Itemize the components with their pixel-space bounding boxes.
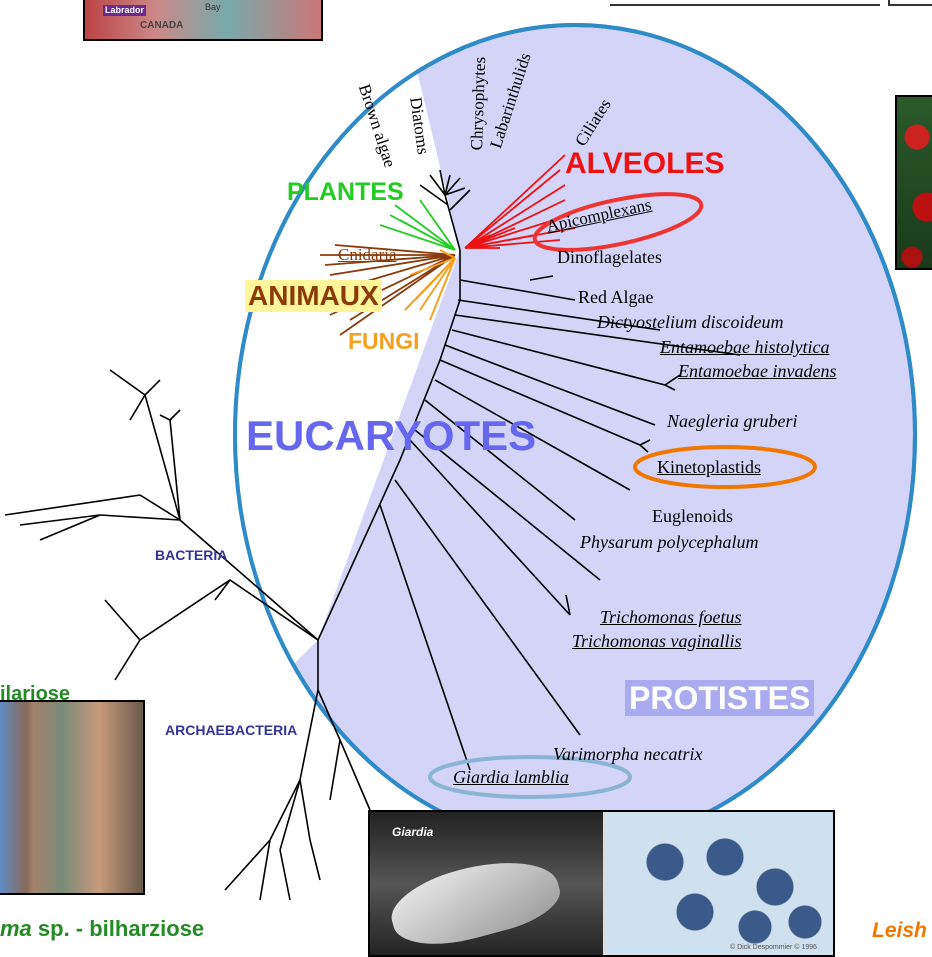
giardia-photo: Giardia © Dick Despommier © 1996 <box>368 810 835 957</box>
raspberry-photo <box>895 95 932 270</box>
label-dinoflagelates: Dinoflagelates <box>557 248 662 266</box>
caption-leishmania: Leish <box>872 920 927 941</box>
giardia-cell-shape <box>384 846 566 957</box>
map-label-labrador: Labrador <box>103 5 146 16</box>
label-euglenoids: Euglenoids <box>652 507 733 525</box>
caption-schistosoma-genus: ma <box>0 916 32 941</box>
label-trichomonas-foetus: Trichomonas foetus <box>600 608 742 626</box>
label-bacteria: BACTERIA <box>155 548 227 562</box>
label-eucaryotes: EUCARYOTES <box>246 415 536 457</box>
label-varimorpha: Varimorpha necatrix <box>553 745 702 763</box>
giardia-stain-image: © Dick Despommier © 1996 <box>605 812 835 957</box>
photo-credit: © Dick Despommier © 1996 <box>730 944 817 951</box>
label-trichomonas-vaginallis: Trichomonas vaginallis <box>572 632 742 650</box>
caption-filariose: ilariose <box>0 684 70 704</box>
label-red-algae: Red Algae <box>578 288 653 306</box>
label-naegleria: Naegleria gruberi <box>667 412 798 430</box>
label-dictyostelium: Dictyostelium discoideum <box>597 313 783 331</box>
label-entamoebae-histolytica: Entamoebae histolytica <box>660 338 829 356</box>
label-cnidaria: Cnidaria <box>338 246 397 263</box>
label-kinetoplastids: Kinetoplastids <box>657 458 761 476</box>
label-protistes: PROTISTES <box>625 680 814 716</box>
map-photo: Labrador Bay CANADA <box>83 0 323 41</box>
label-animaux: ANIMAUX <box>245 280 382 312</box>
caption-schistosoma: ma sp. - bilharziose <box>0 918 204 940</box>
giardia-sem-image: Giardia <box>370 812 603 957</box>
label-giardia: Giardia lamblia <box>453 768 569 786</box>
map-label-canada: CANADA <box>140 21 183 31</box>
top-right-frame <box>610 0 880 6</box>
giardia-photo-label: Giardia <box>392 826 433 838</box>
label-physarum: Physarum polycephalum <box>580 533 758 551</box>
map-label-bay: Bay <box>205 3 221 12</box>
label-chrysophytes: Chrysophytes <box>468 57 488 151</box>
label-fungi: FUNGI <box>348 330 420 353</box>
caption-schistosoma-rest: sp. - bilharziose <box>32 916 204 941</box>
label-plantes: PLANTES <box>287 180 404 205</box>
label-archaebacteria: ARCHAEBACTERIA <box>165 723 297 737</box>
top-right-frame-2 <box>888 0 932 6</box>
label-entamoebae-invadens: Entamoebae invadens <box>678 362 836 380</box>
label-alveoles: ALVEOLES <box>565 149 724 179</box>
filariose-photo <box>0 700 145 895</box>
